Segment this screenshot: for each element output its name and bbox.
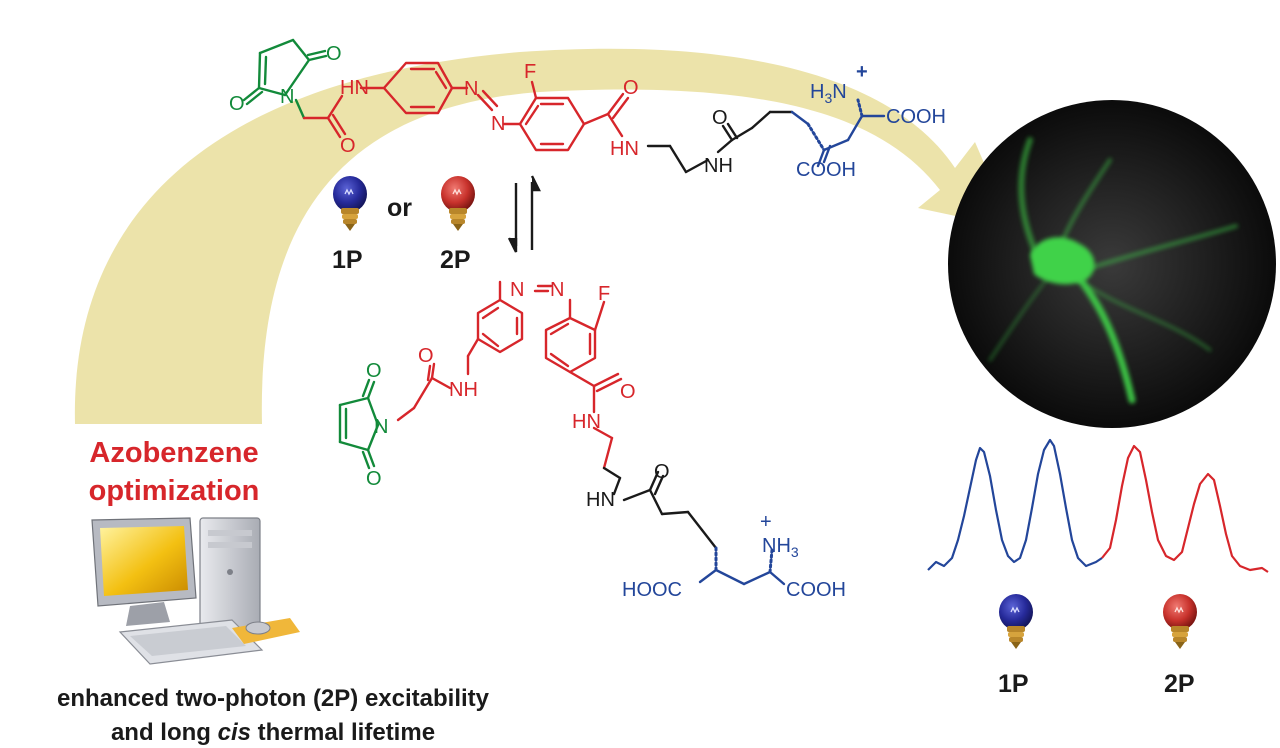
- optimization-title: optimization: [89, 475, 260, 507]
- red-light-bulb-icon-right: [1163, 594, 1197, 649]
- trans-left-benzene: [382, 61, 469, 115]
- cis-amide-hn: HN: [572, 411, 601, 433]
- trans-ammonium-charge: +: [856, 61, 868, 83]
- trans-cooh-top: COOH: [886, 106, 946, 128]
- cis-amide-o-right: O: [620, 381, 636, 403]
- cis-cooh: COOH: [786, 579, 846, 601]
- trans-maleimide-n: N: [280, 86, 294, 108]
- caption-line-2: and long cis thermal lifetime: [111, 719, 435, 746]
- cis-ammonium-charge: +: [760, 511, 772, 533]
- trans-azobenzene-molecule: [242, 38, 886, 174]
- cis-left-benzene: [466, 298, 524, 376]
- response-traces: [927, 438, 1269, 573]
- trans-maleimide-o-left: O: [229, 93, 245, 115]
- trans-right-benzene: [518, 80, 630, 152]
- trans-maleimide-o-right: O: [326, 43, 342, 65]
- cis-amide-o-left: O: [418, 345, 434, 367]
- cis-glutamate-group: [698, 546, 786, 586]
- cis-right-benzene: [544, 300, 623, 414]
- cis-fluorine: F: [598, 283, 610, 305]
- cis-linker-hn: HN: [586, 489, 615, 511]
- trans-amide-o-left: O: [340, 135, 356, 157]
- trace-2p: [1101, 444, 1269, 573]
- azobenzene-title: Azobenzene: [89, 437, 258, 469]
- cis-azobenzene-molecule: [338, 280, 786, 586]
- cis-atom-labels: N N F O HN NH O N O O HN O + NH3 HOOC CO…: [366, 279, 846, 601]
- desktop-computer-icon: [91, 517, 300, 665]
- cis-azo-n2: N: [550, 279, 564, 301]
- label-1p-right: 1P: [998, 670, 1029, 698]
- trans-azo-n1: N: [464, 78, 478, 100]
- blue-light-bulb-icon-right: [999, 594, 1033, 649]
- cis-maleimide-o-top: O: [366, 360, 382, 382]
- trans-linker-o: O: [712, 107, 728, 129]
- trans-fluorine: F: [524, 61, 536, 83]
- trans-amide-nh: HN: [610, 138, 639, 160]
- trans-aniline-nh: HN: [340, 77, 369, 99]
- neuron-fluorescence-image: [948, 100, 1276, 428]
- or-label: or: [387, 194, 412, 222]
- caption-line-2-pre: and long: [111, 719, 218, 746]
- trans-glutamate-group: [790, 98, 886, 168]
- trans-maleimide-group: [242, 38, 328, 120]
- trans-amide-o-right: O: [623, 77, 639, 99]
- cis-maleimide-n: N: [374, 416, 388, 438]
- trans-atom-labels: N O O HN O N N F O HN NH O H3N + COOH CO…: [229, 43, 946, 181]
- label-2p-right: 2P: [1164, 670, 1195, 698]
- cis-maleimide-o-bottom: O: [366, 468, 382, 490]
- cis-nh3: NH3: [762, 535, 799, 560]
- cis-maleimide-group: [338, 378, 380, 470]
- optimization-arc-arrow: [74, 48, 1012, 424]
- blue-light-bulb-icon: [333, 176, 367, 231]
- red-light-bulb-icon: [441, 176, 475, 231]
- cis-aniline-nh: NH: [449, 379, 478, 401]
- trans-azo-n2: N: [491, 113, 505, 135]
- trace-1p: [927, 438, 1103, 571]
- cis-azo-n1: N: [510, 279, 524, 301]
- cis-hooc: HOOC: [622, 579, 682, 601]
- label-2p-left: 2P: [440, 246, 471, 274]
- cis-linker-o: O: [654, 461, 670, 483]
- trans-h3n: H3N: [810, 81, 847, 106]
- equilibrium-arrows-icon: [507, 175, 541, 253]
- trans-cooh-bottom: COOH: [796, 159, 856, 181]
- trans-linker-nh: NH: [704, 155, 733, 177]
- caption-line-1: enhanced two-photon (2P) excitability: [57, 685, 490, 712]
- caption-line-2-post: thermal lifetime: [251, 719, 435, 746]
- label-1p-left: 1P: [332, 246, 363, 274]
- caption-cis: cis: [218, 719, 251, 746]
